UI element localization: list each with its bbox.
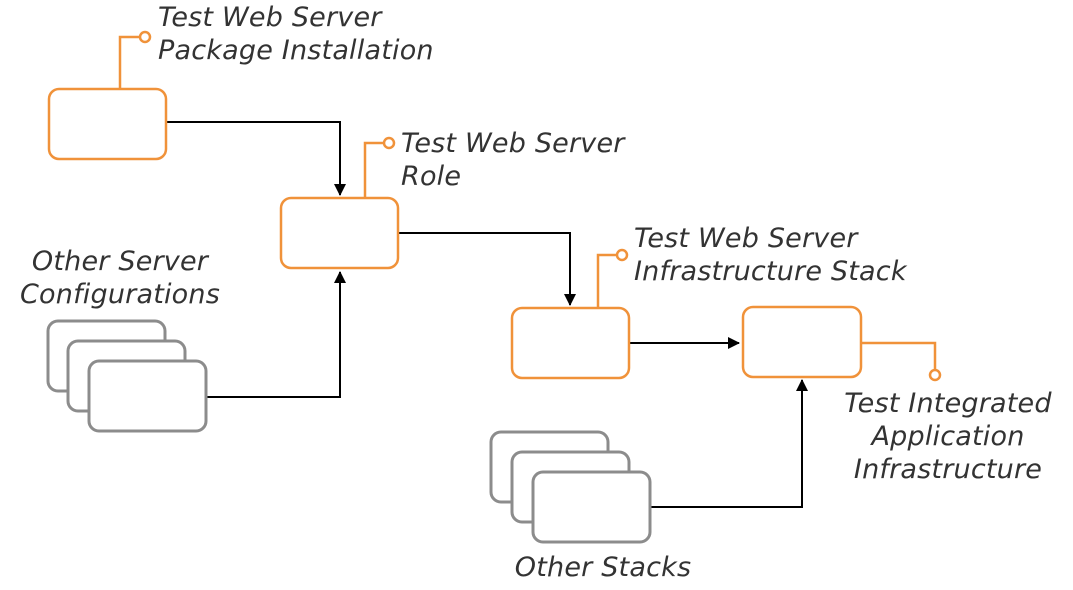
box-package-installation bbox=[47, 87, 168, 161]
label-package-installation: Test Web Server Package Installation bbox=[158, 2, 434, 66]
callout-integrated bbox=[862, 341, 942, 382]
label-other-server-configurations: Other Server Configurations bbox=[20, 246, 220, 310]
label-other-stacks: Other Stacks bbox=[514, 552, 692, 583]
callout-package-installation bbox=[118, 30, 152, 89]
arrow-configurations-to-role bbox=[207, 271, 346, 398]
stack-other-stacks bbox=[489, 430, 652, 544]
arrow-stacks-to-integrated bbox=[651, 379, 808, 508]
callout-infrastructure-stack bbox=[596, 248, 629, 308]
stack-other-server-configurations bbox=[46, 319, 208, 433]
box-infrastructure-stack bbox=[510, 306, 631, 380]
box-role bbox=[279, 196, 400, 270]
label-integrated: Test Integrated Application Infrastructu… bbox=[844, 388, 1052, 485]
arrow-package-to-role bbox=[166, 121, 346, 196]
callout-role bbox=[363, 136, 396, 198]
connectors bbox=[166, 121, 808, 508]
label-infrastructure-stack: Test Web Server Infrastructure Stack bbox=[634, 223, 907, 287]
arrow-role-to-stack bbox=[398, 232, 576, 306]
label-role: Test Web Server Role bbox=[401, 128, 625, 192]
box-integrated bbox=[741, 305, 863, 379]
